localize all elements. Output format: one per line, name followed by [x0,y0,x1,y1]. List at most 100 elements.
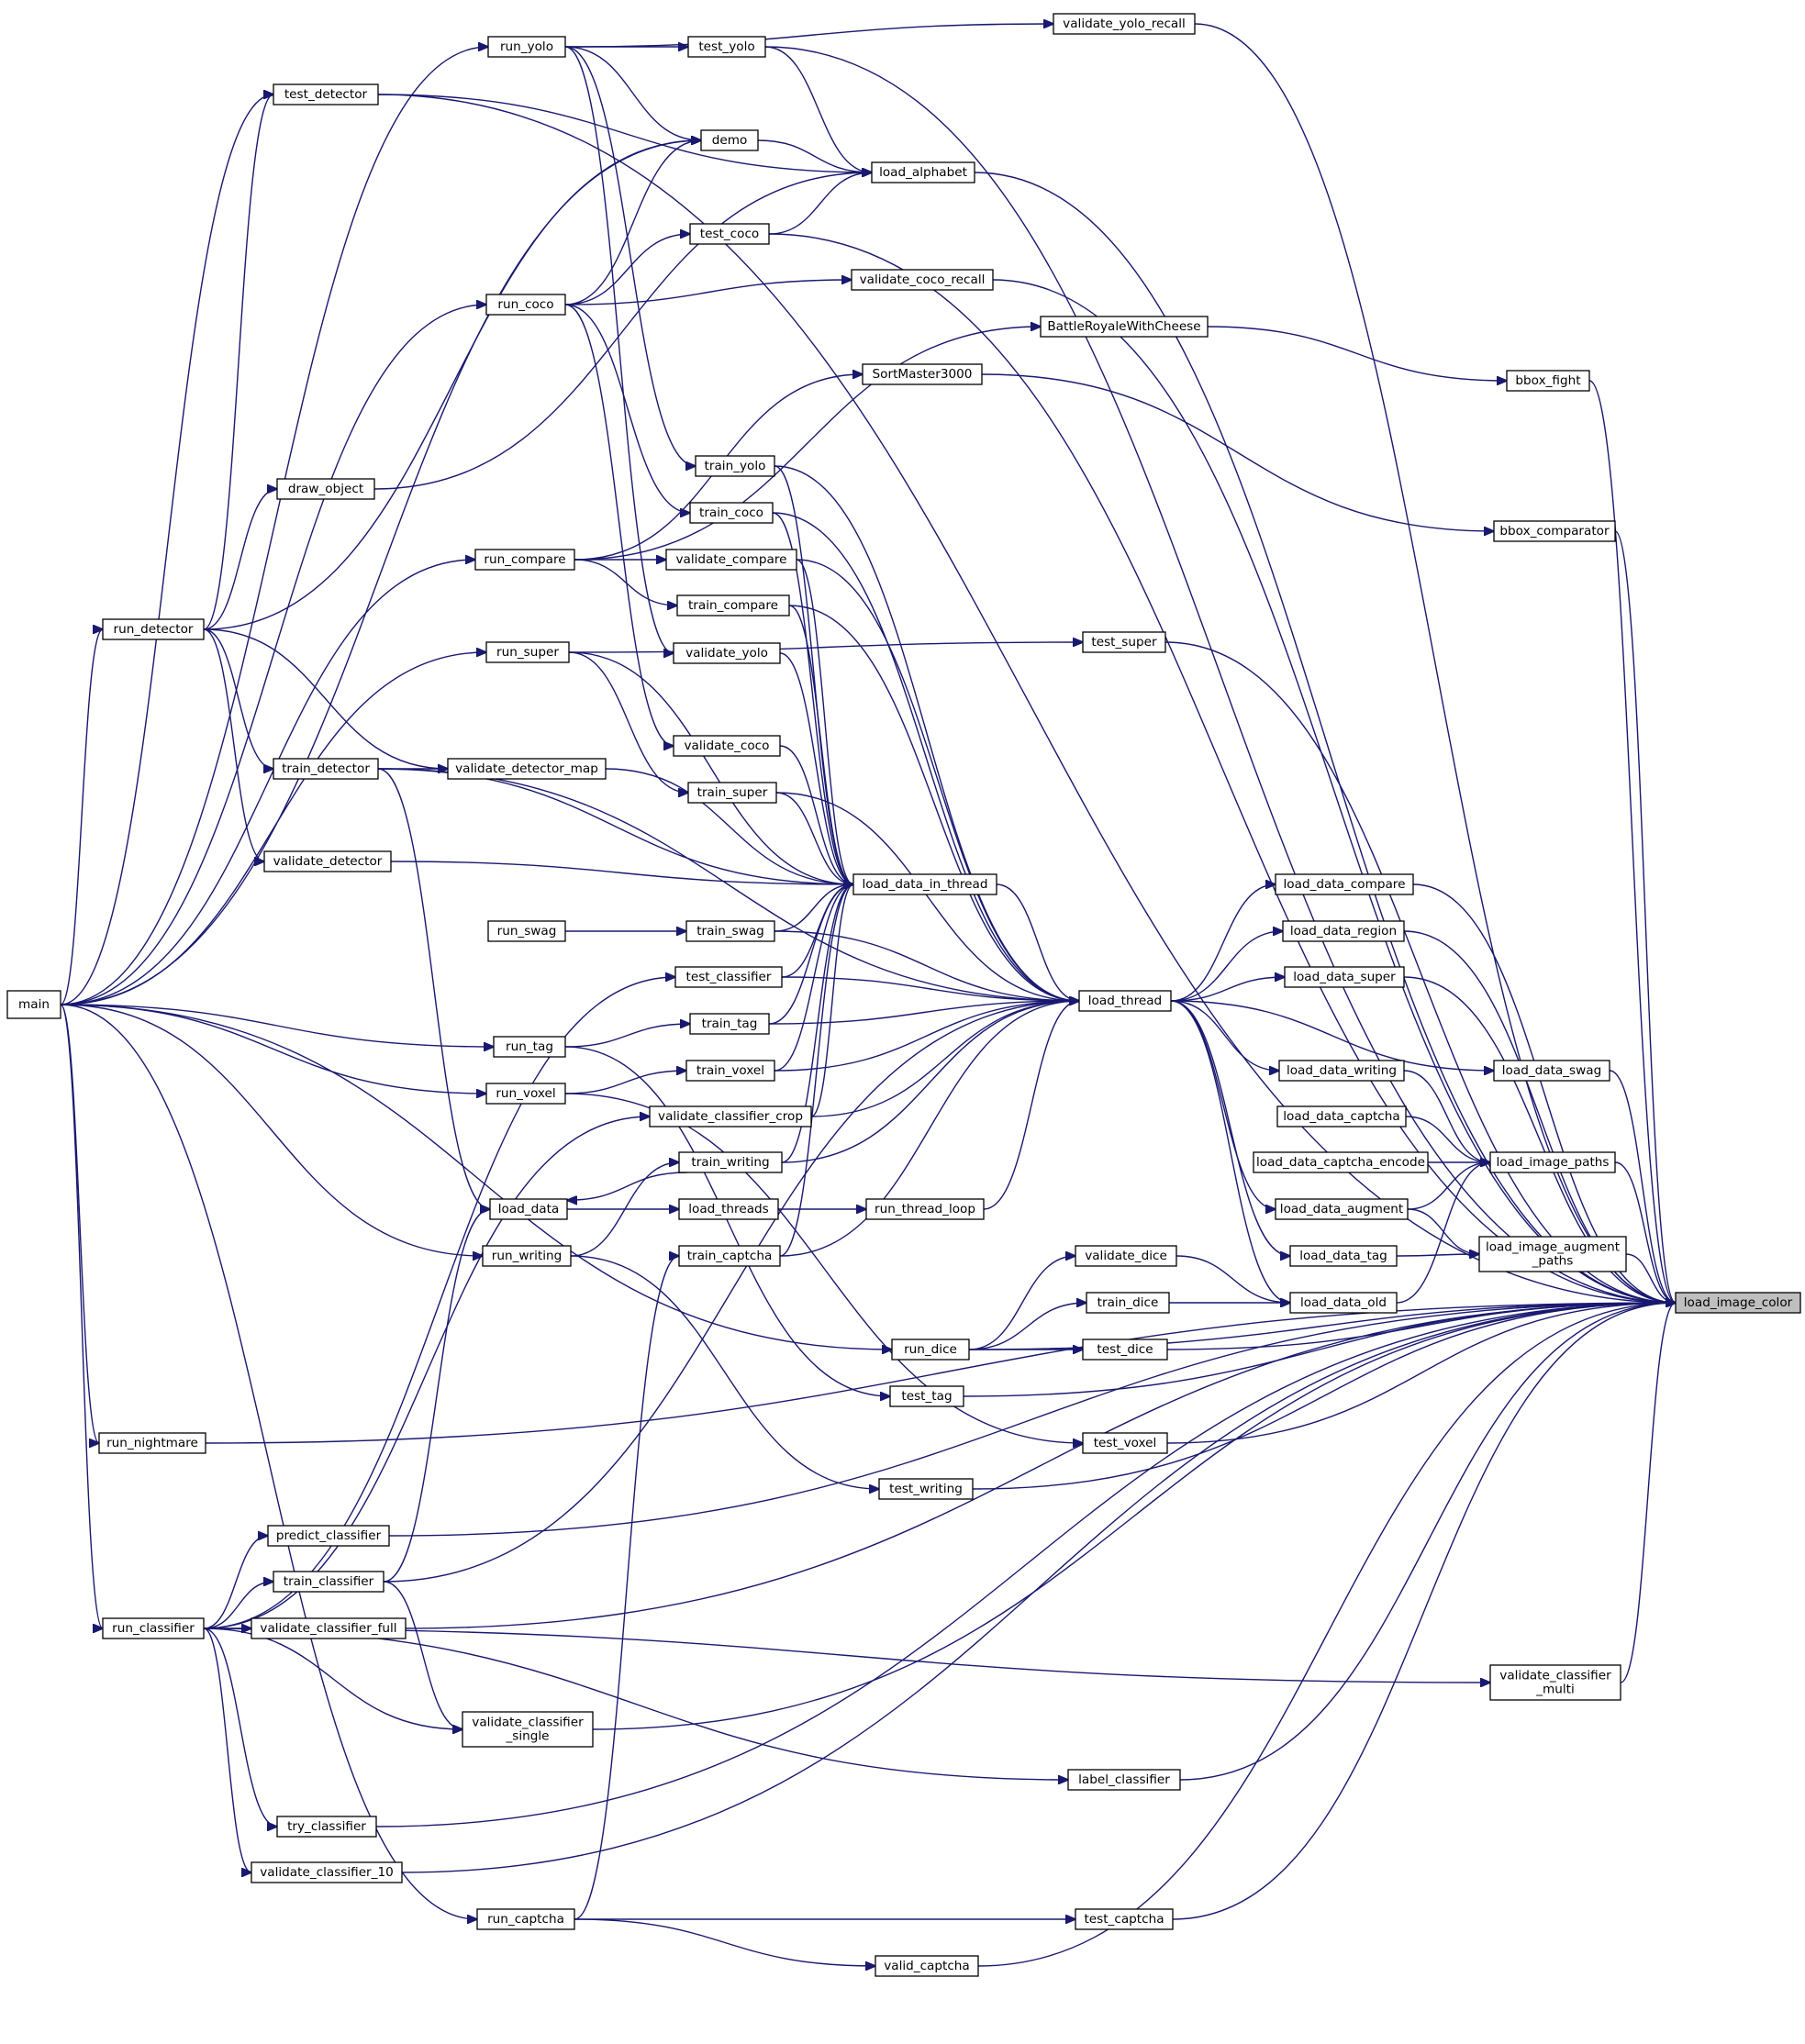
node-train_tag[interactable]: train_tag [689,1013,770,1035]
node-run_detector[interactable]: run_detector [102,618,205,640]
node-box-load_image_augment_paths[interactable] [1478,1236,1627,1272]
node-try_classifier[interactable]: try_classifier [276,1816,377,1838]
node-box-load_data_captcha[interactable] [1276,1105,1407,1128]
node-box-SortMaster3000[interactable] [862,363,983,385]
node-box-load_data_writing[interactable] [1278,1060,1405,1082]
node-run_super[interactable]: run_super [485,641,570,663]
node-box-train_yolo[interactable] [695,455,775,477]
node-run_voxel[interactable]: run_voxel [485,1083,566,1105]
node-valid_captcha[interactable]: valid_captcha [875,1955,979,1977]
node-box-test_dice[interactable] [1082,1339,1168,1361]
node-box-load_data_old[interactable] [1289,1292,1398,1314]
node-test_detector[interactable]: test_detector [273,83,379,106]
node-validate_classifier_multi[interactable]: validate_classifier_multi [1489,1664,1621,1701]
node-load_data_tag[interactable]: load_data_tag [1289,1245,1398,1267]
node-box-validate_classifier_full[interactable] [251,1617,407,1639]
node-box-train_voxel[interactable] [685,1060,775,1082]
node-train_compare[interactable]: train_compare [676,594,790,617]
node-demo[interactable]: demo [700,129,759,151]
node-test_yolo[interactable]: test_yolo [687,36,766,58]
node-box-run_compare[interactable] [474,549,575,571]
node-load_data_swag[interactable]: load_data_swag [1493,1060,1610,1082]
node-box-train_writing[interactable] [678,1151,783,1173]
node-test_captcha[interactable]: test_captcha [1075,1908,1174,1930]
node-box-load_data_super[interactable] [1284,966,1405,988]
node-bbox_fight[interactable]: bbox_fight [1506,370,1590,392]
node-bbox_comparator[interactable]: bbox_comparator [1493,520,1616,542]
node-box-test_captcha[interactable] [1075,1908,1174,1930]
node-box-bbox_fight[interactable] [1506,370,1590,392]
node-box-load_image_color[interactable] [1675,1292,1801,1314]
node-box-main[interactable] [6,990,61,1019]
node-SortMaster3000[interactable]: SortMaster3000 [862,363,983,385]
node-box-draw_object[interactable] [276,478,375,500]
node-run_thread_loop[interactable]: run_thread_loop [865,1198,985,1220]
node-train_classifier[interactable]: train_classifier [273,1571,384,1593]
node-train_swag[interactable]: train_swag [685,920,775,942]
node-validate_coco[interactable]: validate_coco [673,735,781,757]
node-BattleRoyaleWithCheese[interactable]: BattleRoyaleWithCheese [1040,316,1209,338]
node-box-train_coco[interactable] [689,502,774,524]
node-load_data_old[interactable]: load_data_old [1289,1292,1398,1314]
node-load_data_captcha[interactable]: load_data_captcha [1276,1105,1407,1128]
node-test_coco[interactable]: test_coco [689,223,770,245]
node-label_classifier[interactable]: label_classifier [1067,1769,1181,1791]
node-run_writing[interactable]: run_writing [482,1245,572,1267]
node-box-run_super[interactable] [485,641,570,663]
node-test_writing[interactable]: test_writing [878,1478,974,1500]
node-validate_dice[interactable]: validate_dice [1075,1245,1177,1267]
node-box-train_dice[interactable] [1086,1292,1170,1314]
node-test_classifier[interactable]: test_classifier [674,966,783,988]
node-box-validate_yolo_recall[interactable] [1053,13,1196,35]
node-run_compare[interactable]: run_compare [474,549,575,571]
node-validate_classifier_10[interactable]: validate_classifier_10 [251,1861,403,1883]
node-load_data[interactable]: load_data [489,1198,568,1220]
node-run_tag[interactable]: run_tag [493,1036,566,1058]
node-run_nightmare[interactable]: run_nightmare [98,1432,206,1454]
node-validate_detector[interactable]: validate_detector [263,850,392,872]
node-load_thread[interactable]: load_thread [1078,990,1172,1012]
node-load_data_super[interactable]: load_data_super [1284,966,1405,988]
node-run_dice[interactable]: run_dice [891,1339,970,1361]
node-validate_classifier_single[interactable]: validate_classifier_single [462,1711,594,1748]
node-box-train_swag[interactable] [685,920,775,942]
node-box-load_data_augment[interactable] [1275,1198,1409,1220]
node-box-train_classifier[interactable] [273,1571,384,1593]
node-box-run_writing[interactable] [482,1245,572,1267]
node-box-validate_dice[interactable] [1075,1245,1177,1267]
node-box-BattleRoyaleWithCheese[interactable] [1040,316,1209,338]
node-box-validate_classifier_10[interactable] [251,1861,403,1883]
node-box-demo[interactable] [700,129,759,151]
node-train_coco[interactable]: train_coco [689,502,774,524]
node-box-train_tag[interactable] [689,1013,770,1035]
node-run_swag[interactable]: run_swag [487,920,566,942]
node-box-test_writing[interactable] [878,1478,974,1500]
node-box-validate_yolo[interactable] [673,642,781,664]
node-train_voxel[interactable]: train_voxel [685,1060,775,1082]
node-box-validate_detector_map[interactable] [447,758,607,780]
node-run_classifier[interactable]: run_classifier [102,1617,205,1639]
node-test_tag[interactable]: test_tag [889,1385,964,1407]
node-box-validate_coco_recall[interactable] [851,269,994,291]
node-box-run_tag[interactable] [493,1036,566,1058]
node-box-run_coco[interactable] [485,294,566,316]
node-box-run_nightmare[interactable] [98,1432,206,1454]
node-box-run_detector[interactable] [102,618,205,640]
node-predict_classifier[interactable]: predict_classifier [267,1525,390,1547]
node-validate_yolo_recall[interactable]: validate_yolo_recall [1053,13,1196,35]
node-train_writing[interactable]: train_writing [678,1151,783,1173]
node-box-bbox_comparator[interactable] [1493,520,1616,542]
node-run_yolo[interactable]: run_yolo [487,36,566,58]
node-box-load_threads[interactable] [678,1198,779,1220]
node-train_detector[interactable]: train_detector [273,758,379,780]
node-train_captcha[interactable]: train_captcha [678,1245,781,1267]
node-train_super[interactable]: train_super [687,782,777,804]
node-box-load_data_captcha_encode[interactable] [1253,1151,1429,1173]
node-box-load_data_tag[interactable] [1289,1245,1398,1267]
node-load_data_augment[interactable]: load_data_augment [1275,1198,1409,1220]
node-box-validate_coco[interactable] [673,735,781,757]
node-load_image_augment_paths[interactable]: load_image_augment_paths [1478,1236,1627,1272]
node-box-test_classifier[interactable] [674,966,783,988]
node-box-valid_captcha[interactable] [875,1955,979,1977]
node-box-load_alphabet[interactable] [871,161,975,183]
